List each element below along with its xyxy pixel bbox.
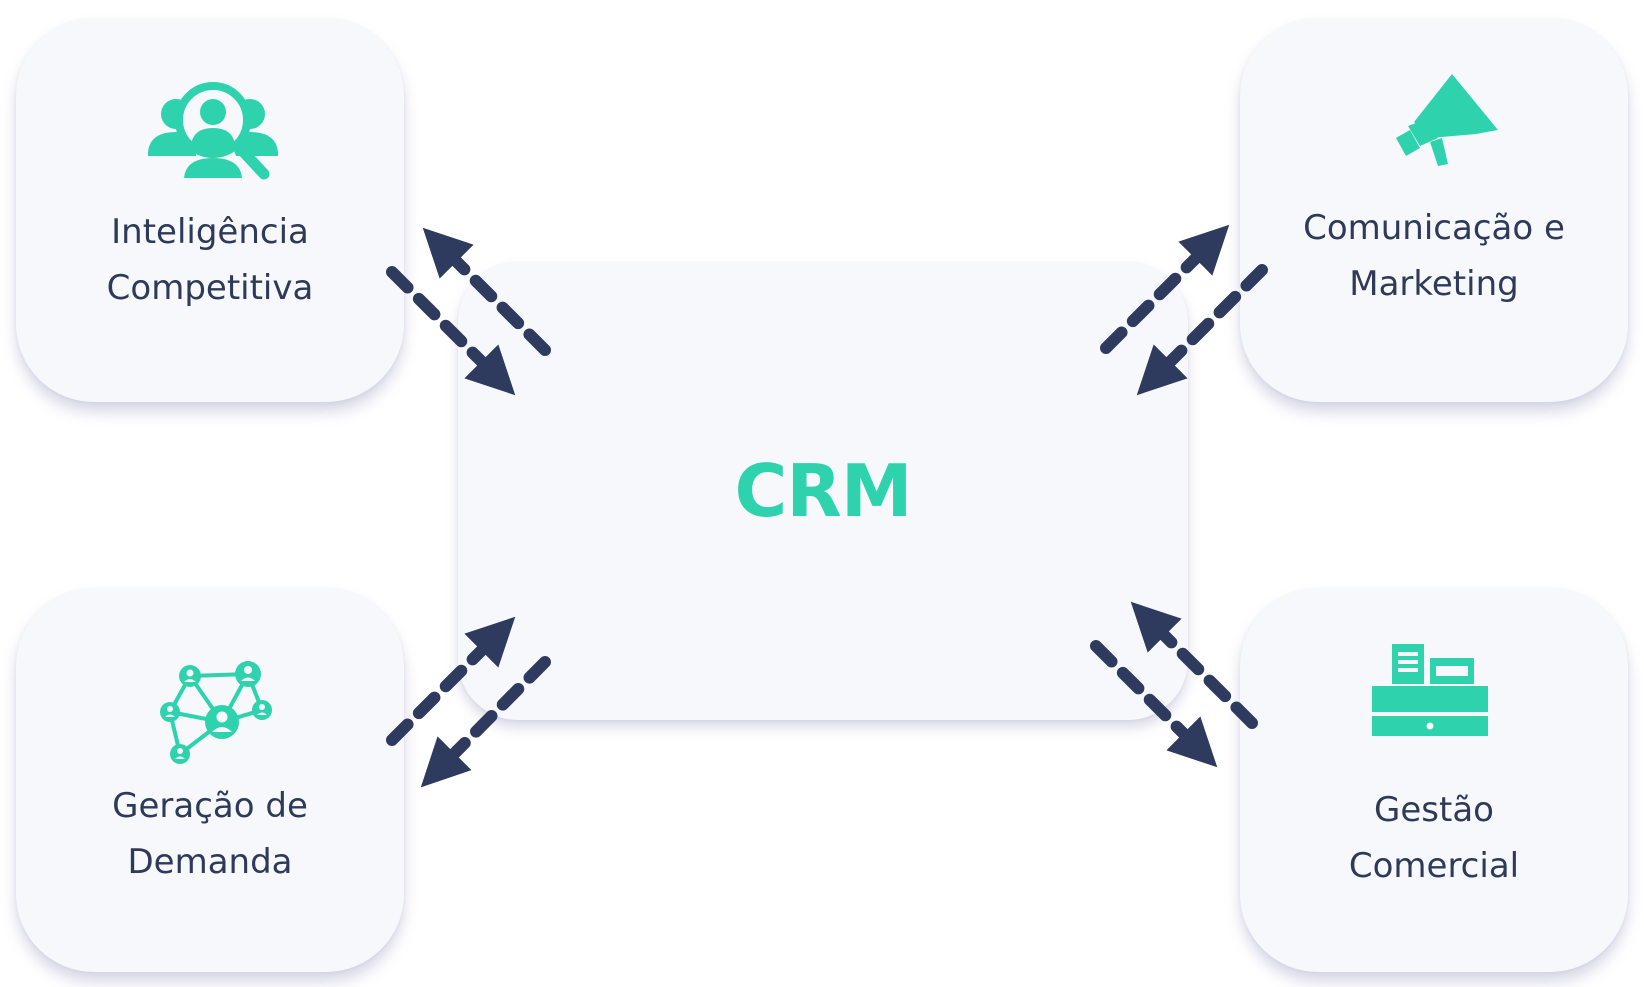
card-geracao-demanda: Geração de Demanda [16,588,404,972]
card-label-line2: Competitiva [106,268,314,308]
card-label-gestao: Gestão Comercial [1240,782,1628,894]
card-label-line1: Gestão [1374,790,1494,830]
card-inteligencia-competitiva: Inteligência Competitiva [16,18,404,402]
megaphone-icon [1396,74,1498,166]
card-label-line2: Demanda [127,842,293,882]
card-label-line1: Comunicação e [1303,208,1565,248]
card-label-inteligencia: Inteligência Competitiva [16,204,404,316]
crm-title: CRM [734,449,913,533]
card-label-line2: Marketing [1349,264,1519,304]
card-gestao-comercial: Gestão Comercial [1240,588,1628,972]
network-people-icon [160,661,272,764]
people-search-icon [148,82,278,180]
card-label-line1: Inteligência [111,212,309,252]
cash-register-icon [1372,644,1488,736]
card-label-comunicacao: Comunicação e Marketing [1240,200,1628,312]
card-label-line1: Geração de [112,786,308,826]
card-label-line2: Comercial [1348,846,1520,886]
crm-center-card: CRM [458,262,1188,720]
card-comunicacao-marketing: Comunicação e Marketing [1240,18,1628,402]
card-label-geracao: Geração de Demanda [16,778,404,890]
